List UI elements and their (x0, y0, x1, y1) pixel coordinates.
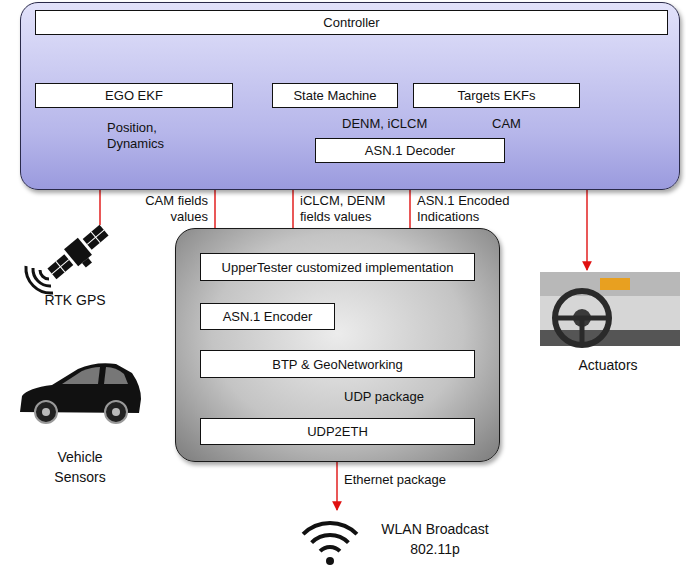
edge-label: UDP package (344, 389, 444, 405)
process-box: UDP2ETH (200, 418, 475, 445)
edge-label: Position, Dynamics (107, 120, 179, 152)
process-box: BTP & GeoNetworking (200, 350, 475, 378)
gps-source: RTK GPS (20, 225, 130, 310)
edge-label: DENM, iCLCM (342, 116, 432, 132)
node-label: ASN.1 Decoder (365, 143, 455, 158)
node-label: WLAN Broadcast 802.11p (365, 519, 505, 559)
node-label: ASN.1 Encoder (223, 309, 313, 324)
car-icon (20, 363, 141, 423)
edge-label: ASN.1 Encoded Indications (417, 193, 527, 225)
edge-label: iCLCM, DENM fields values (300, 193, 392, 225)
process-box: EGO EKF (35, 83, 233, 108)
process-box: State Machine (272, 83, 398, 108)
process-box: Targets EKFs (413, 83, 580, 108)
node-label: Controller (323, 15, 379, 30)
process-box: Controller (35, 10, 668, 35)
edge-label: Ethernet package (344, 472, 464, 488)
node-label: Vehicle Sensors (40, 447, 120, 487)
edge-label: CAM fields values (128, 193, 208, 225)
sensor-source: Vehicle Sensors (15, 362, 145, 487)
edge-label: CAM (492, 116, 532, 132)
node-label: UDP2ETH (307, 424, 368, 439)
process-box: ASN.1 Encoder (200, 303, 335, 330)
system-region: ControllerEGO EKF State Machine Targets EK… (20, 2, 680, 190)
node-label: BTP & GeoNetworking (272, 357, 403, 372)
wifi-icon (303, 523, 357, 565)
node-label: State Machine (293, 88, 376, 103)
node-label: RTK GPS (44, 290, 105, 310)
node-label: UpperTester customized implementation (222, 260, 454, 275)
node-label: Actuators (578, 355, 637, 375)
node-label: Targets EKFs (457, 88, 535, 103)
wireless-link: WLAN Broadcast 802.11p (305, 510, 505, 567)
module-region: UpperTester customized implementationASN… (175, 228, 500, 462)
process-box: UpperTester customized implementation (200, 253, 475, 281)
node-label: EGO EKF (105, 88, 163, 103)
steering-wheel-picture (540, 272, 680, 346)
process-box: ASN.1 Decoder (315, 138, 505, 163)
gps-satellite-icon (26, 222, 115, 293)
actuator-sink: Actuators (535, 270, 681, 375)
